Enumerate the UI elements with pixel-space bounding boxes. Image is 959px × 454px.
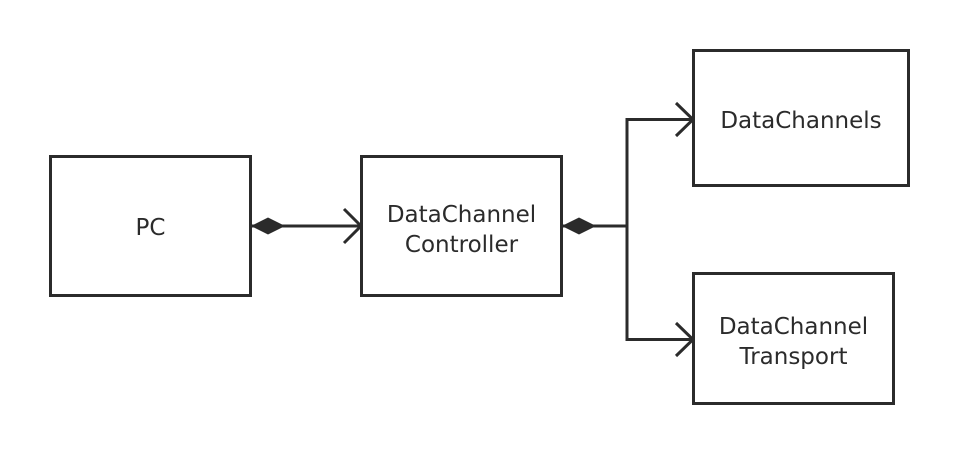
node-datachannel-transport: DataChannel Transport <box>692 272 895 405</box>
node-datachannel-controller: DataChannel Controller <box>360 155 563 297</box>
edge-controller-to-transport <box>627 321 696 358</box>
node-box <box>49 155 252 297</box>
composition-diamond-icon <box>250 217 286 235</box>
node-label: DataChannels <box>720 108 881 134</box>
edge-pc-to-controller <box>250 207 364 245</box>
node-label-line1: DataChannel <box>387 202 536 228</box>
node-label-line2: Transport <box>739 344 848 370</box>
node-box <box>692 49 910 187</box>
node-pc: PC <box>49 155 252 297</box>
node-label-line1: DataChannel <box>719 314 868 340</box>
node-datachannels: DataChannels <box>692 49 910 187</box>
composition-diamond-icon <box>561 217 597 235</box>
node-box <box>692 272 895 405</box>
node-label-line2: Controller <box>405 232 519 258</box>
edge-controller-to-children <box>561 118 629 341</box>
node-box <box>360 155 563 297</box>
edge-controller-to-datachannels <box>627 101 696 138</box>
node-label: PC <box>136 215 166 241</box>
